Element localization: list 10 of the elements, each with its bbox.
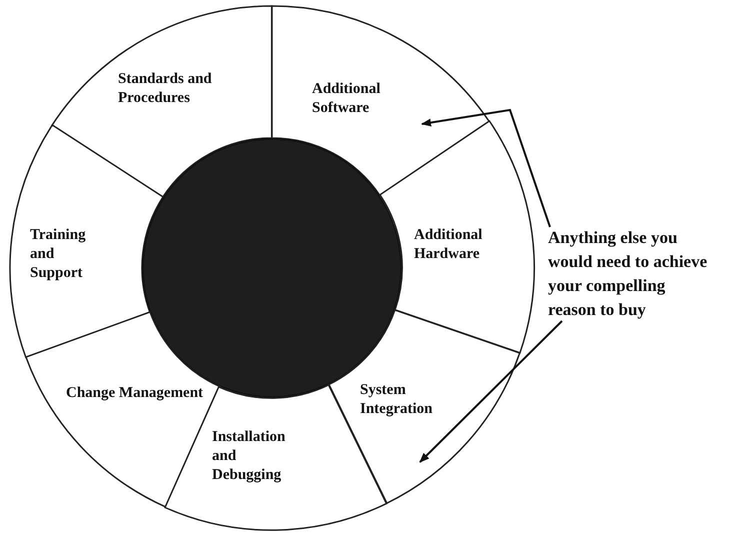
segment-label: Additional Software: [312, 80, 382, 118]
arrow: [419, 320, 563, 463]
segment-label: Change Management: [66, 384, 204, 403]
segment-label: System Integration: [360, 380, 434, 419]
segment-label: Training and Support: [30, 226, 87, 283]
segment-label: Additional Hardware: [414, 226, 484, 264]
annotation-text: Anything else you would need to achieve your compelling reason to buy: [548, 227, 708, 321]
segment-label: Installation and Debugging: [212, 428, 286, 485]
segment-label: Standards and Procedures: [118, 70, 213, 108]
arrow: [421, 108, 551, 228]
